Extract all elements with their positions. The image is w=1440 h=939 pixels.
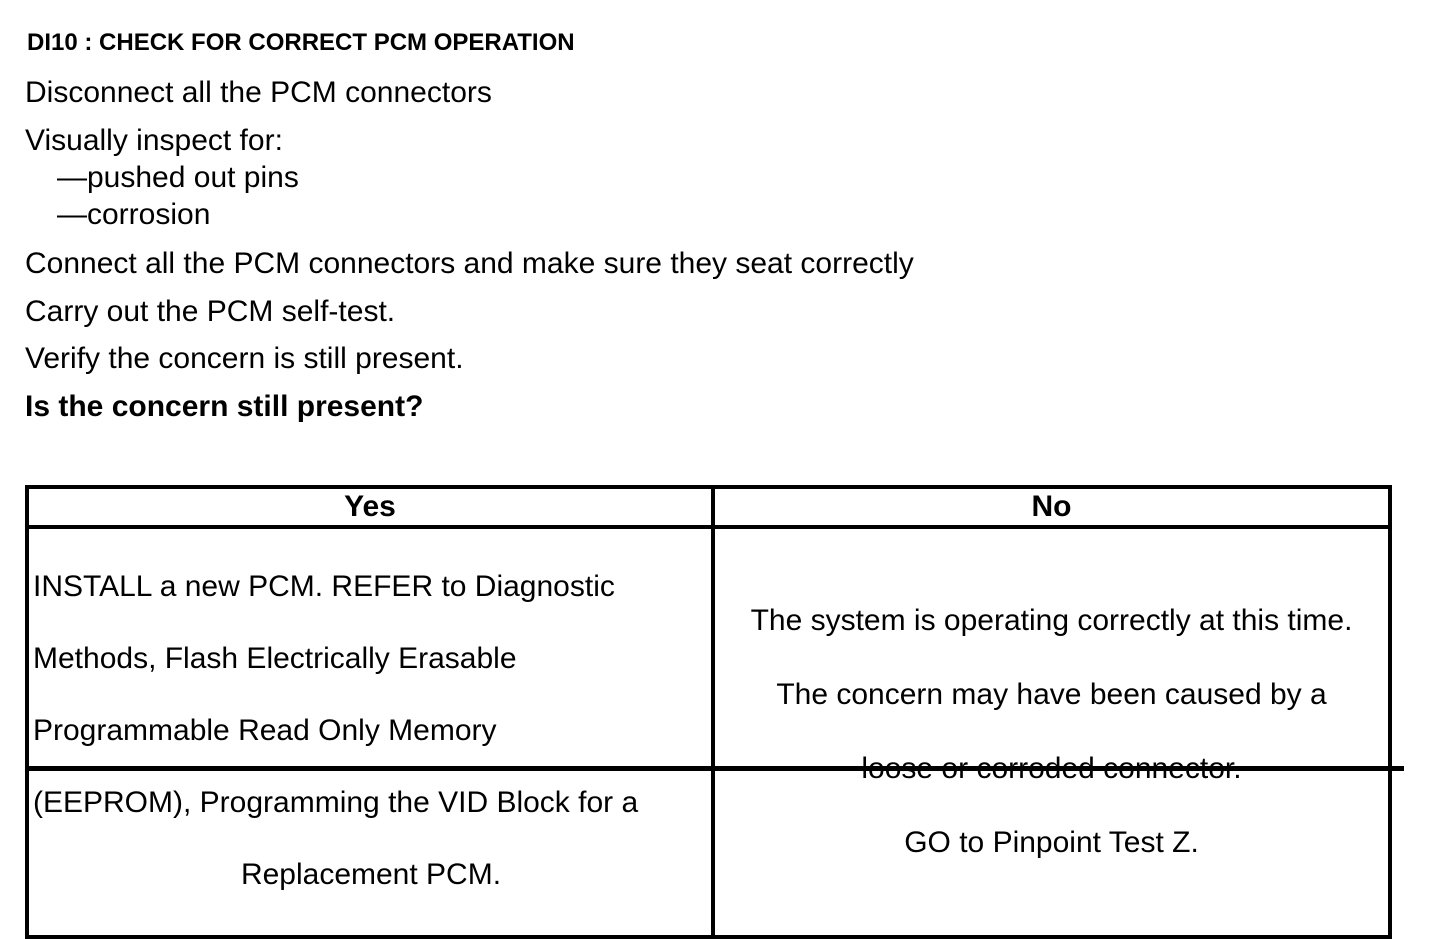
step-inspect: Visually inspect for: (25, 124, 283, 157)
step-connect: Connect all the PCM connectors and make … (25, 247, 914, 280)
step-verify: Verify the concern is still present. (25, 342, 464, 375)
header-yes: Yes (25, 485, 715, 529)
table-header-row: Yes No (25, 485, 1392, 529)
result-table: Yes No INSTALL a new PCM. REFER to Diagn… (25, 485, 1392, 939)
step-question: Is the concern still present? (25, 390, 424, 423)
cell-no: The system is operating correctly at thi… (711, 525, 1392, 939)
cell-yes: INSTALL a new PCM. REFER to Diagnostic M… (25, 525, 715, 939)
yes-action-text: INSTALL a new PCM. REFER to Diagnostic M… (29, 529, 711, 935)
no-action-text: The system is operating correctly at thi… (715, 551, 1388, 914)
yes-line: INSTALL a new PCM. REFER to Diagnostic (33, 570, 615, 603)
no-line: The concern may have been caused by a (776, 677, 1327, 711)
step-heading: DI10 : CHECK FOR CORRECT PCM OPERATION (27, 29, 575, 56)
step-self-test: Carry out the PCM self-test. (25, 295, 396, 328)
no-line: The system is operating correctly at thi… (750, 603, 1353, 637)
bottom-divider (25, 766, 1404, 771)
yes-line: (EEPROM), Programming the VID Block for … (33, 786, 639, 819)
no-line: GO to Pinpoint Test Z. (904, 825, 1199, 859)
yes-line: Replacement PCM. (240, 858, 502, 891)
inspect-item-pins: —pushed out pins (57, 161, 299, 194)
header-no: No (711, 485, 1392, 529)
table-row: INSTALL a new PCM. REFER to Diagnostic M… (25, 525, 1392, 939)
inspect-item-corrosion: —corrosion (57, 198, 211, 231)
yes-line: Methods, Flash Electrically Erasable (33, 642, 517, 675)
step-disconnect: Disconnect all the PCM connectors (25, 76, 492, 109)
yes-line: Programmable Read Only Memory (33, 714, 497, 747)
